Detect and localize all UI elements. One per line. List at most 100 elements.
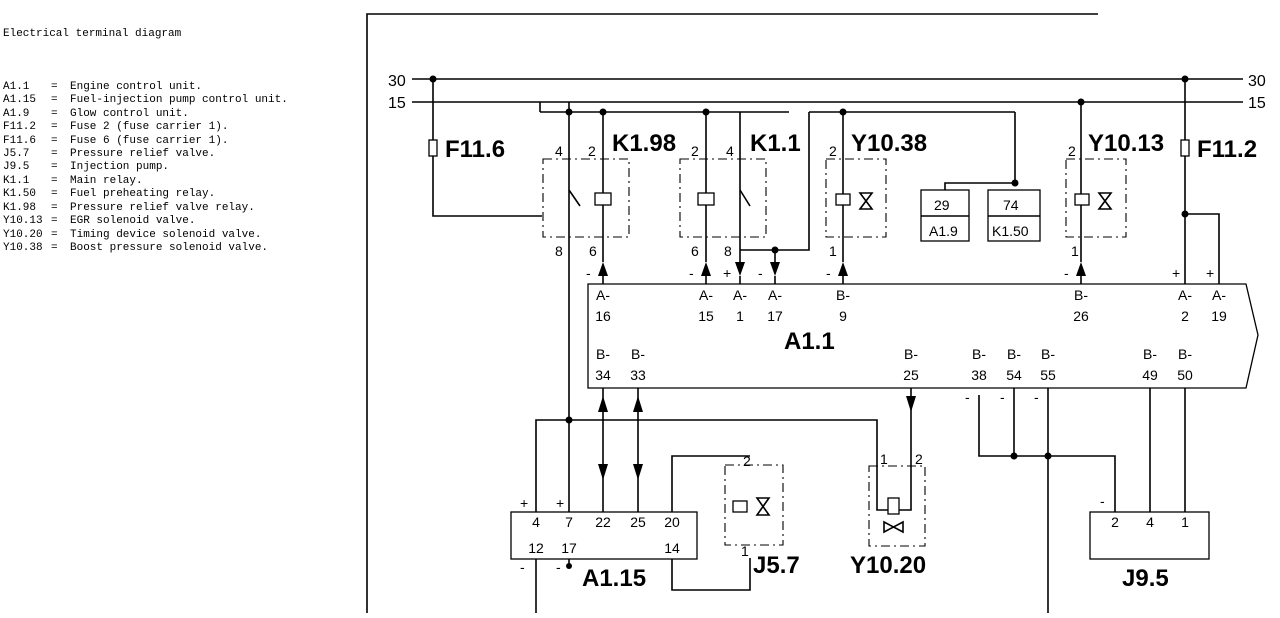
legend-desc: Fuse 2 (fuse carrier 1). <box>70 121 229 134</box>
legend-desc: EGR solenoid valve. <box>70 215 196 228</box>
y1038-label: Y10.38 <box>851 130 927 157</box>
legend-item: F11.6=Fuse 6 (fuse carrier 1). <box>3 135 358 148</box>
a115-pin-number: 14 <box>664 540 680 556</box>
j95-label: J9.5 <box>1122 565 1169 592</box>
y1013-valve-icon <box>1097 192 1113 210</box>
y1013-valve-box <box>1065 158 1127 238</box>
polarity-mark: - <box>556 559 561 575</box>
legend-equals: = <box>51 107 58 120</box>
a19-label: A1.9 <box>929 223 958 239</box>
legend-desc: Fuel-injection pump control unit. <box>70 94 288 107</box>
ecu-pin-number: 9 <box>839 308 847 324</box>
ecu-pin-number: 54 <box>1006 367 1022 383</box>
legend-desc: Injection pump. <box>70 161 170 174</box>
ecu-pin-number: 25 <box>903 367 919 383</box>
signal-arrow-icon <box>1076 262 1086 276</box>
polarity-mark: - <box>758 265 763 281</box>
ecu-pin-connector: A- <box>1178 287 1192 303</box>
k11-contact-icon <box>739 189 751 207</box>
j95-box <box>1089 511 1210 560</box>
legend-equals: = <box>51 148 58 161</box>
signal-arrow-icon <box>838 262 848 276</box>
a115-pin20-wire <box>671 455 750 512</box>
ecu-pin-connector: B- <box>836 287 850 303</box>
ecu-pin-number: 19 <box>1211 308 1227 324</box>
polarity-mark: - <box>1100 493 1105 509</box>
a115-pin4-wire <box>535 419 569 512</box>
legend-desc: Boost pressure solenoid valve. <box>70 241 269 254</box>
legend-item: A1.9=Glow control unit. <box>3 108 358 121</box>
legend-equals: = <box>51 201 58 214</box>
fuse-f116-icon <box>428 139 438 157</box>
f116-label: F11.6 <box>445 136 505 163</box>
glow-wire <box>944 112 1016 190</box>
y1020-valve-icon <box>883 520 904 534</box>
legend-desc: Timing device solenoid valve. <box>70 228 262 241</box>
ecu-pin-connector: B- <box>1074 287 1088 303</box>
legend-desc: Fuel preheating relay. <box>70 188 216 201</box>
rail-30-label-right: 30 <box>1248 73 1266 90</box>
a115-pin-number: 20 <box>664 514 680 530</box>
j95-pin-number: 2 <box>1111 514 1119 530</box>
ecu-pin-connector: B- <box>1143 346 1157 362</box>
legend-desc: Engine control unit. <box>70 81 203 94</box>
rail-30-label-left: 30 <box>388 73 406 90</box>
j95-pin-number: 4 <box>1146 514 1154 530</box>
y1020-pin-label: 1 <box>880 451 888 467</box>
polarity-mark: + <box>1206 265 1214 281</box>
ecu-pin-connector: B- <box>972 346 986 362</box>
polarity-mark: + <box>723 265 731 281</box>
legend-item: F11.2=Fuse 2 (fuse carrier 1). <box>3 121 358 134</box>
k11-relay-box <box>679 158 767 238</box>
signal-arrow-icon <box>735 262 745 276</box>
ecu-pin-number: 50 <box>1177 367 1193 383</box>
legend-code: K1.50 <box>3 188 37 201</box>
ecu-pin-number: 49 <box>1142 367 1158 383</box>
k11-pin8-wire <box>740 112 810 251</box>
legend-equals: = <box>51 241 58 254</box>
k198-coil-icon <box>594 192 612 206</box>
rail-15-label-right: 15 <box>1248 95 1266 112</box>
j57-label: J5.7 <box>753 552 800 579</box>
legend-code: Y10.13 <box>3 215 43 228</box>
ecu-a11-box <box>587 283 1259 389</box>
legend-desc: Glow control unit. <box>70 107 189 120</box>
k11-pin-label: 4 <box>726 143 734 159</box>
k198-contact-icon <box>568 189 581 207</box>
y1038-solenoid-icon <box>835 193 851 206</box>
ecu-pin-number: 55 <box>1040 367 1056 383</box>
j57-solenoid-icon <box>732 500 748 513</box>
k11-pin-label: 8 <box>724 243 732 259</box>
a19-pin: 29 <box>934 197 950 213</box>
y1020-label: Y10.20 <box>850 552 926 579</box>
polarity-mark: + <box>520 495 528 511</box>
j95-pin-number: 1 <box>1181 514 1189 530</box>
polarity-mark: - <box>689 265 694 281</box>
a115-pin-number: 12 <box>528 540 544 556</box>
legend-equals: = <box>51 174 58 187</box>
k11-pin-label: 2 <box>691 143 699 159</box>
y1013-label: Y10.13 <box>1088 130 1164 157</box>
k198-relay-box <box>542 158 630 238</box>
ecu-pin-connector: A- <box>1212 287 1226 303</box>
legend-code: Y10.20 <box>3 228 43 241</box>
ecu-pin-number: 2 <box>1181 308 1189 324</box>
a115-pin-number: 22 <box>595 514 611 530</box>
y1020-solenoid-icon <box>887 497 900 515</box>
k198-pin-label: 6 <box>589 243 597 259</box>
j57-pin-label: 2 <box>743 453 751 469</box>
k198-pin-label: 2 <box>588 143 596 159</box>
ecu-pin-connector: B- <box>904 346 918 362</box>
ecu-pin-connector: A- <box>699 287 713 303</box>
legend-equals: = <box>51 81 58 94</box>
k11-coil-icon <box>697 192 715 206</box>
k11-label: K1.1 <box>750 130 801 157</box>
polarity-mark: + <box>1172 265 1180 281</box>
j57-valve-box <box>724 464 784 546</box>
a11-label: A1.1 <box>784 328 835 355</box>
a115-box <box>510 511 698 560</box>
legend-equals: = <box>51 134 58 147</box>
a115-label: A1.15 <box>582 565 646 592</box>
legend-item: K1.98=Pressure relief valve relay. <box>3 202 358 215</box>
